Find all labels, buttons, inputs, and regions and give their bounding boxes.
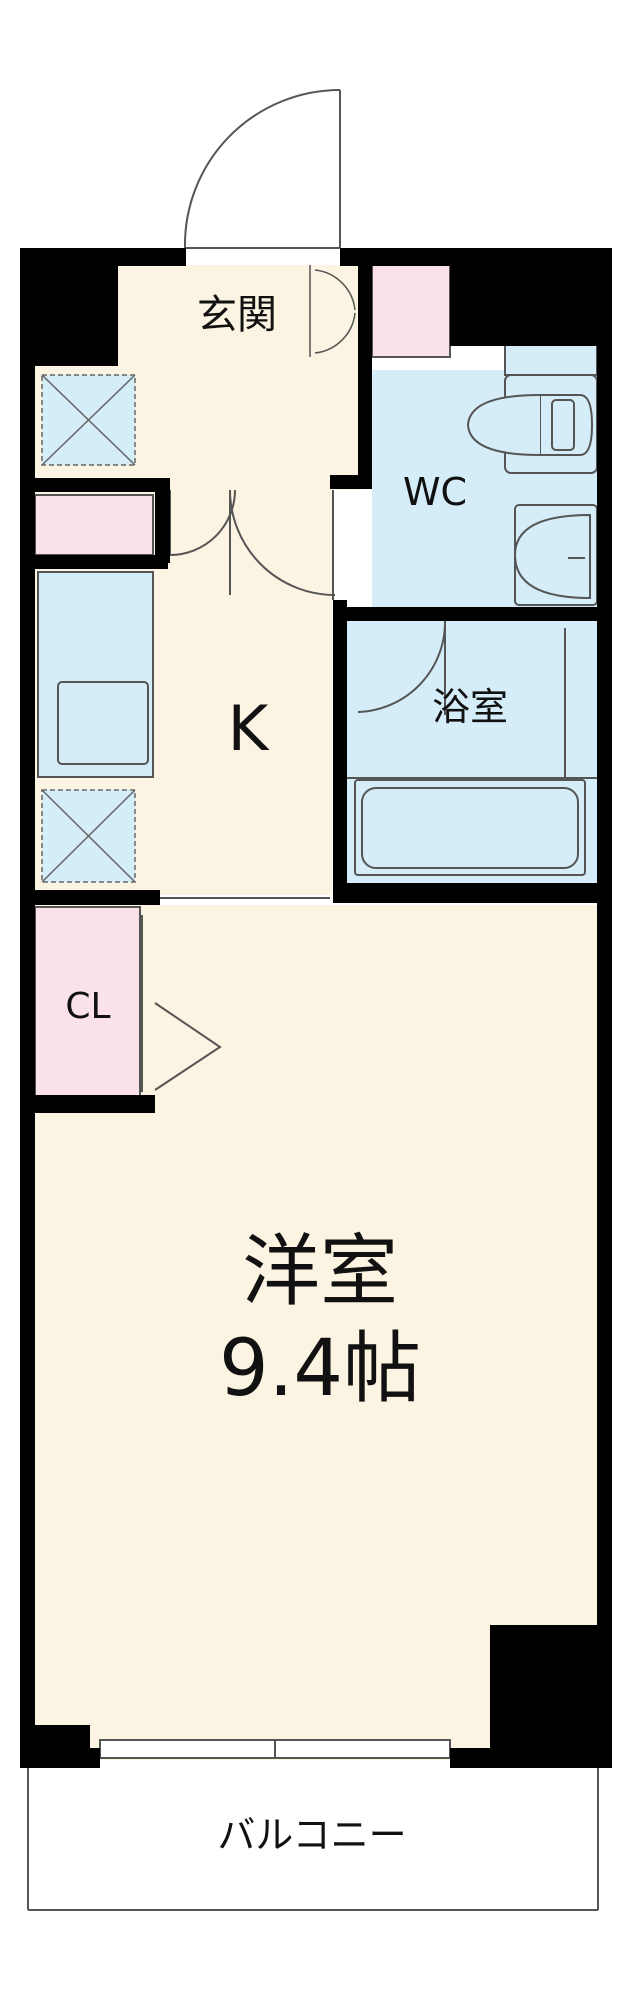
pantry-storage — [34, 494, 154, 556]
kitchen-label: K — [228, 692, 270, 765]
bath-label: 浴室 — [432, 685, 508, 729]
closet-label: CL — [65, 986, 110, 1027]
sink — [57, 681, 149, 765]
wc-label: WC — [403, 470, 467, 514]
washbasin-icon — [513, 504, 598, 606]
entrance-label: 玄関 — [197, 292, 277, 338]
closet — [34, 906, 141, 1098]
bath-door-icon — [357, 619, 447, 715]
shoe-cabinet-door-icon — [309, 265, 356, 357]
bathtub-icon — [354, 779, 586, 876]
entrance-door-icon — [183, 89, 341, 249]
balcony-outline — [27, 1768, 599, 1911]
balcony-label: バルコニー — [217, 1813, 406, 1857]
storage-x-box-2 — [41, 789, 136, 883]
closet-door-icon — [141, 915, 222, 1092]
shoe-cabinet — [371, 264, 451, 358]
western-room-size: 9.4帖 — [219, 1324, 421, 1414]
storage-x-box-1 — [41, 374, 136, 466]
western-room-label: 洋室 — [242, 1227, 398, 1317]
balcony-window-icon — [99, 1739, 451, 1759]
wc-tank-area — [504, 344, 598, 376]
entrance-floor — [118, 265, 358, 365]
walls — [20, 248, 612, 1768]
toilet-icon — [466, 374, 598, 474]
